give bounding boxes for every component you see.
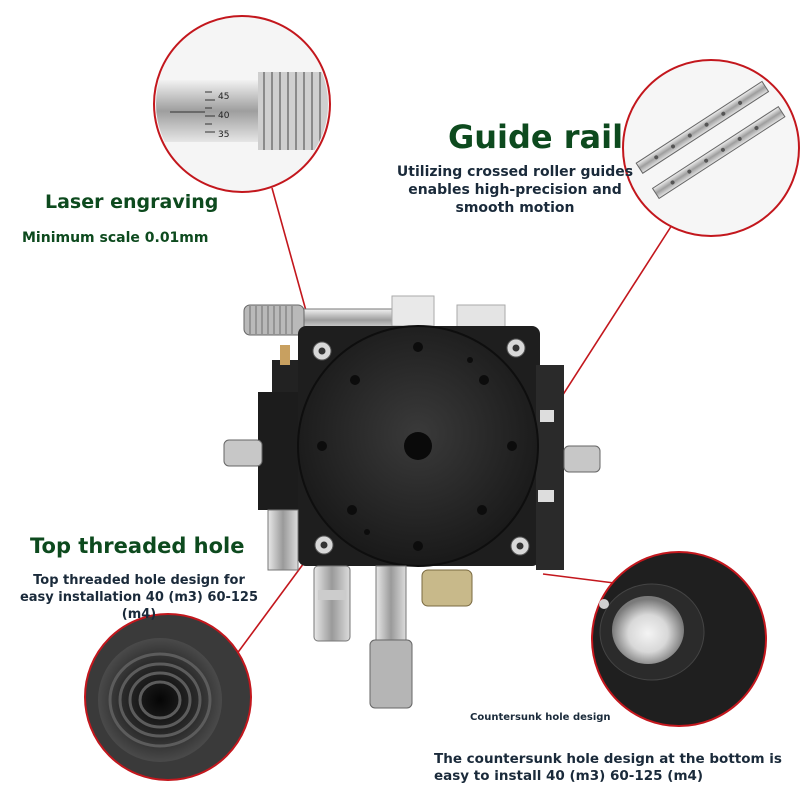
scale-35: 35: [218, 130, 229, 140]
inset-guide-rail: [622, 59, 800, 237]
scale-40: 40: [218, 111, 230, 121]
countersunk-description: The countersunk hole design at the botto…: [434, 751, 782, 784]
laser-engraving-title: Laser engraving: [45, 191, 219, 213]
scale-45: 45: [218, 92, 229, 102]
top-threaded-hole-title: Top threaded hole: [30, 534, 245, 558]
inset-countersunk-hole: [591, 551, 767, 727]
top-threaded-hole-description: Top threaded hole design for easy instal…: [19, 573, 259, 622]
guide-rail-description: Utilizing crossed roller guides enables …: [396, 164, 634, 216]
inset-threaded-hole: [84, 613, 252, 781]
minimum-scale-text: Minimum scale 0.01mm: [22, 230, 209, 246]
xy-rotation-stage: [223, 295, 601, 709]
countersunk-caption: Countersunk hole design: [470, 712, 611, 723]
guide-rail-title: Guide rail: [448, 118, 624, 156]
inset-laser-engraving: 45 40 35: [153, 15, 331, 193]
